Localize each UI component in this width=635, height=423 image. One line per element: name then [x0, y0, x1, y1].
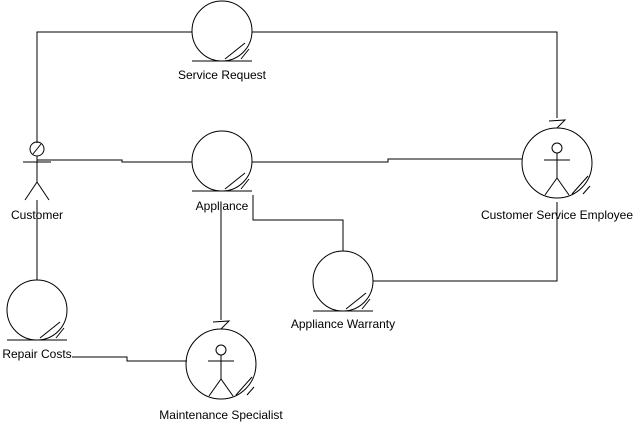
connector-customer-appliance[interactable] — [37, 159, 192, 163]
connector-customer-service-request[interactable] — [36, 31, 192, 143]
node-appliance-warranty[interactable]: Appliance Warranty — [291, 250, 395, 331]
entity-circle — [191, 0, 253, 62]
node-repair-costs[interactable]: Repair Costs — [2, 279, 72, 361]
customer-label: Customer — [11, 208, 63, 222]
maintenance-specialist-label: Maintenance Specialist — [159, 408, 283, 422]
entity-corner-mark — [224, 42, 250, 60]
entity-circle — [312, 250, 374, 312]
actor-leg-left — [24, 181, 38, 201]
actor-leg-right — [220, 378, 234, 397]
appliance-warranty-label: Appliance Warranty — [291, 317, 395, 331]
entity-corner-mark — [39, 321, 65, 339]
node-service-request[interactable]: Service Request — [178, 0, 267, 82]
actor-head — [551, 142, 563, 154]
service-request-label: Service Request — [178, 68, 267, 82]
node-maintenance-specialist[interactable]: Maintenance Specialist — [159, 320, 283, 422]
actor-leg-left — [544, 177, 558, 196]
connector-appliance-warranty[interactable] — [252, 195, 344, 251]
control-circle — [521, 127, 593, 199]
control-arrow — [548, 119, 567, 129]
entity-circle — [191, 130, 253, 192]
entity-circle — [6, 279, 68, 341]
node-appliance[interactable]: Appliance — [191, 130, 253, 213]
connector-service-request-employee[interactable] — [252, 31, 558, 118]
repair-costs-label: Repair Costs — [2, 347, 71, 361]
control-corner-mark — [571, 175, 591, 195]
connector-appliance-employee[interactable] — [252, 158, 522, 163]
actor-leg-right — [556, 177, 570, 196]
control-corner-mark — [235, 376, 255, 396]
node-customer[interactable]: Customer — [11, 141, 63, 222]
connector-repair-costs-maintenance[interactable] — [72, 356, 187, 362]
appliance-label: Appliance — [196, 199, 249, 213]
customer-service-employee-label: Customer Service Employee — [481, 208, 633, 222]
actor-head — [215, 344, 227, 356]
connectors — [36, 31, 558, 362]
node-customer-service-employee[interactable]: Customer Service Employee — [481, 119, 633, 222]
control-arrow — [212, 320, 231, 330]
connector-warranty-employee[interactable] — [373, 202, 558, 282]
actor-leg-right — [36, 181, 50, 201]
actor-leg-left — [208, 378, 222, 397]
actor-head-slash — [32, 143, 42, 155]
entity-corner-mark — [224, 172, 250, 190]
entity-corner-mark — [345, 292, 371, 310]
